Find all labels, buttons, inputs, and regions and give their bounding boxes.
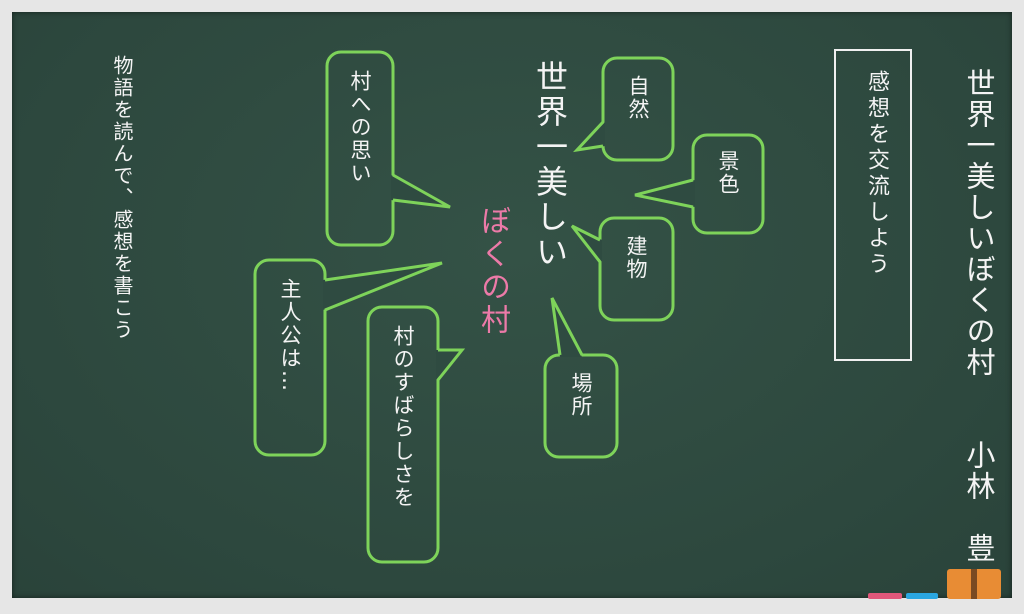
center-title-bottom: ぼくの村	[475, 205, 510, 337]
chalkboard	[12, 12, 1012, 598]
bubble-village-wonder	[366, 305, 440, 564]
bubble-protagonist	[253, 258, 327, 457]
chalk-pink	[868, 593, 902, 599]
bubble-tail	[550, 297, 584, 356]
bubble-text: 村への思い	[348, 70, 372, 185]
activity-box-text: 感想を交流しよう	[864, 70, 889, 278]
instruction-text: 物語を読んで、感想を書こう	[110, 55, 134, 341]
bubble-text: 景色	[716, 150, 740, 196]
bubble-tail	[570, 224, 602, 263]
bubble-tail	[392, 173, 451, 209]
bubble-text: 自然	[626, 75, 650, 121]
bubble-text: 建物	[624, 235, 648, 281]
author-name: 小林 豊	[962, 440, 996, 564]
bubble-nature	[601, 56, 675, 162]
bubble-buildings	[598, 216, 675, 322]
chalk-blue	[906, 593, 938, 599]
activity-box-frame	[834, 49, 912, 361]
bubble-tail-gap	[635, 180, 695, 207]
center-title-top: 世界一美しい	[531, 60, 569, 270]
bubble-text: 主人公は…	[278, 278, 302, 393]
bubble-tail	[436, 348, 466, 381]
bubble-tail	[324, 261, 443, 312]
bubble-village-feelings	[325, 50, 395, 247]
bubble-tail	[634, 178, 694, 209]
eraser-divider	[971, 569, 977, 599]
lesson-title: 世界一美しいぼくの村	[962, 68, 996, 378]
bubble-tail	[572, 120, 605, 153]
bubble-text: 場所	[569, 372, 593, 418]
bubble-text: 村のすばらしさを	[391, 325, 415, 509]
